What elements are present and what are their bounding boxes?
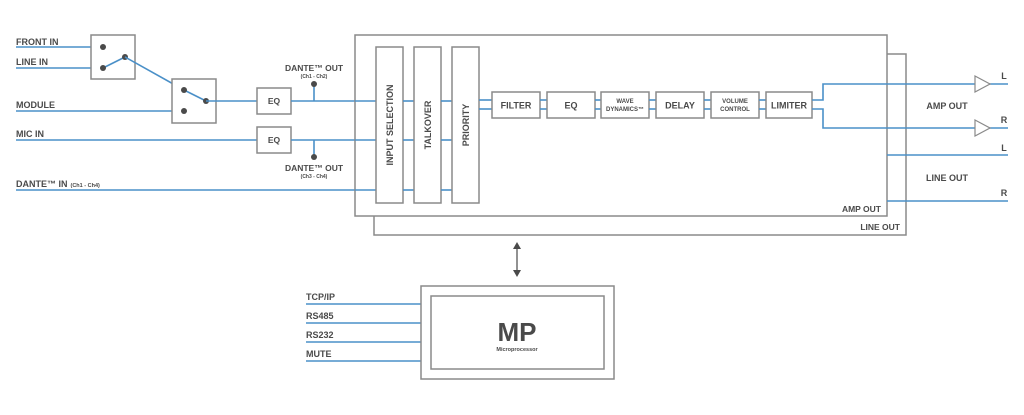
dsp-block-volume-control [710,91,760,119]
dsp-block-label: DELAY [665,101,695,111]
dsp-block-label-line1: VOLUME [722,99,748,105]
microprocessor-title: MP [498,317,537,347]
line-out-left-label: L [1001,143,1007,153]
dante-out-2-channels: (Ch3 - Ch4) [301,174,328,180]
interface-label-mute: MUTE [306,349,332,359]
dsp-block-label-line1: WAVE [616,99,633,105]
dsp-block-label: LIMITER [771,101,807,111]
label-front-in: FRONT IN [16,37,59,47]
dante-out-1-label: DANTE™ OUT [285,63,344,73]
input-switch-1 [90,34,136,80]
eq-block-2-label: EQ [268,135,281,145]
dante-out-2-node [311,154,317,160]
switch-1-lever [102,56,126,69]
dante-out-1-channels: (Ch1 - Ch2) [301,74,328,80]
dsp-block-filter [491,91,541,119]
switch-2-contact-a [181,87,187,93]
label-module: MODULE [16,100,55,110]
dante-out-1-node [311,81,317,87]
dsp-block-eq [546,91,596,119]
line-out-label: LINE OUT [926,173,969,183]
switch-2-contact-module [181,108,187,114]
amp-out-right-label: R [1001,115,1008,125]
dsp-block-label: EQ [564,101,577,111]
line-out-box-label: LINE OUT [860,222,900,232]
amp-out-left-label: L [1001,71,1007,81]
microprocessor-inner-box [430,295,605,370]
amp-out-box-label: AMP OUT [842,204,882,214]
switch-1-contact-line [100,65,106,71]
eq-block-1-label: EQ [268,96,281,106]
routing-column-label: TALKOVER [423,100,433,149]
switch-1-contact-front [100,44,106,50]
dsp-block-label-line2: CONTROL [720,107,750,113]
wire-amp-out-right [812,108,975,129]
routing-column-priority [451,46,480,204]
arrow-down-icon [513,270,521,277]
dsp-block-limiter [765,91,813,119]
microprocessor-subtitle: Microprocessor [496,347,538,353]
arrow-up-icon [513,242,521,249]
amp-out-label: AMP OUT [926,101,968,111]
routing-column-input-selection [375,46,404,204]
interface-label-rs232: RS232 [306,330,334,340]
dsp-block-delay [655,91,705,119]
dante-out-2-label: DANTE™ OUT [285,163,344,173]
label-dante-in: DANTE™ IN(Ch1 - Ch4) [16,179,100,189]
label-line-in: LINE IN [16,57,48,67]
interface-label-rs485: RS485 [306,311,334,321]
dsp-block-label-line2: DYNAMICS™ [606,106,644,113]
amplifier-right-icon [974,119,992,137]
line-out-right-label: R [1001,188,1008,198]
routing-column-label: PRIORITY [461,104,471,147]
dsp-block-label: FILTER [501,101,532,111]
amp-out-box [354,34,888,217]
amplifier-left-icon [974,75,992,93]
switch-2-lever [183,89,207,102]
routing-column-talkover [413,46,442,204]
wire-amp-out-left [812,83,975,101]
interface-label-tcp-ip: TCP/IP [306,292,335,302]
dsp-block-wave-dynamics [600,91,650,119]
routing-column-label: INPUT SELECTION [385,84,395,165]
label-mic-in: MIC IN [16,129,44,139]
